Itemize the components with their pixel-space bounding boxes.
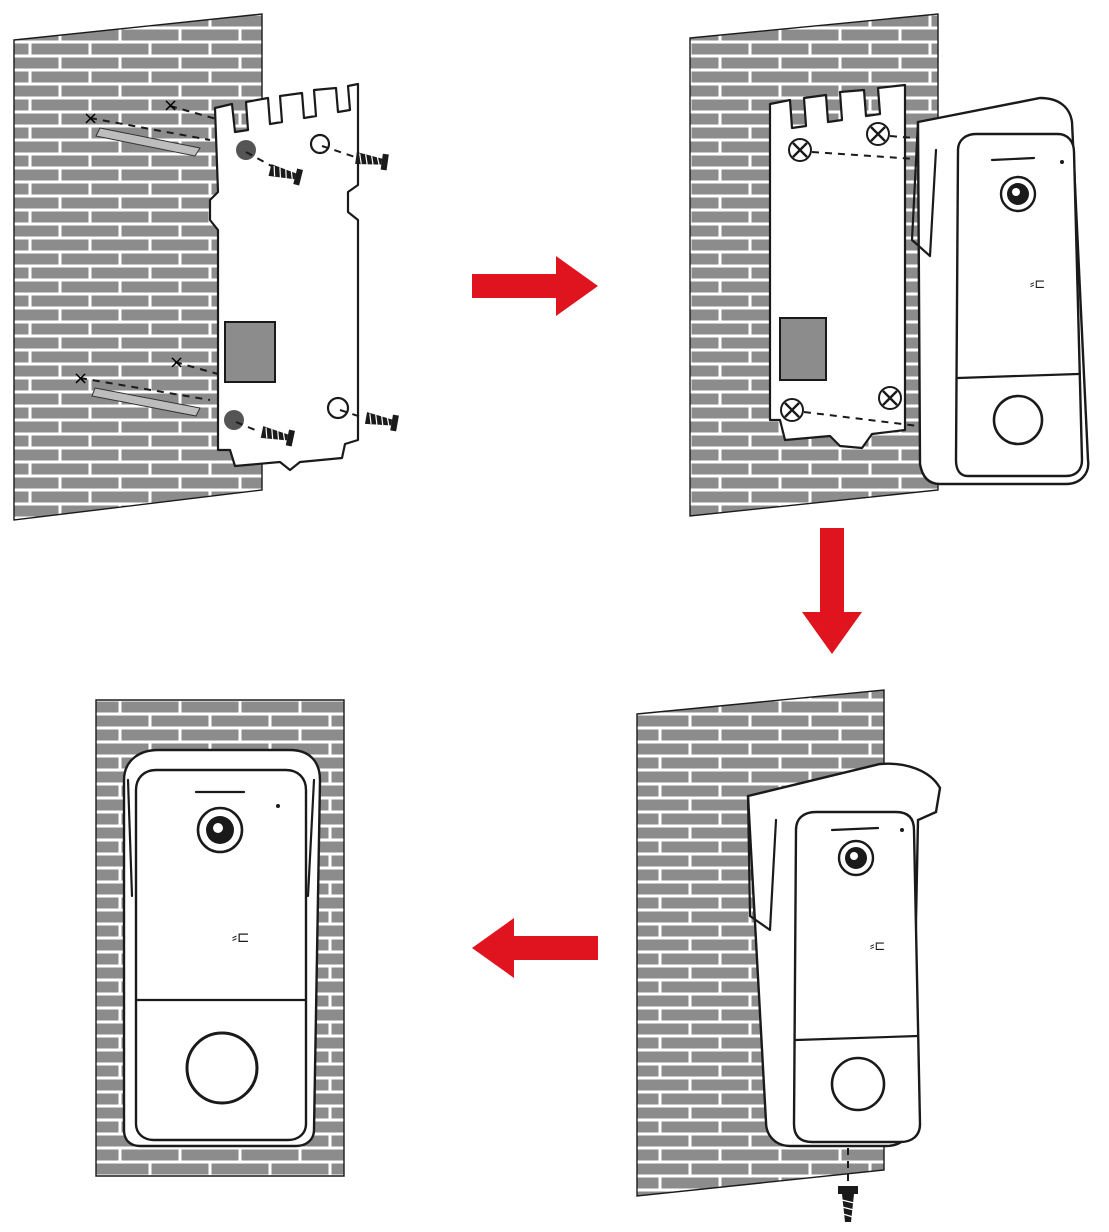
step-2-panel: ⸗⊏ bbox=[689, 13, 1090, 517]
doorbell-unit: ⸗⊏ bbox=[122, 748, 322, 1148]
step-4-panel: ⸗⊏ bbox=[95, 699, 345, 1177]
door-station-face bbox=[792, 810, 922, 1144]
bottom-screw-icon bbox=[838, 1186, 858, 1222]
drill-mark-icon: × × × × bbox=[73, 95, 184, 389]
nfc-card-icon: ⸗⊏ bbox=[870, 939, 885, 954]
arrow-left bbox=[472, 918, 598, 978]
call-button-icon bbox=[830, 1056, 886, 1112]
svg-text:×: × bbox=[169, 352, 184, 373]
doorbell-unit: ⸗⊏ bbox=[910, 96, 1090, 486]
step-3-panel: ⸗⊏ bbox=[636, 689, 942, 1222]
svg-text:×: × bbox=[73, 368, 88, 389]
nfc-card-icon: ⸗⊏ bbox=[1030, 277, 1045, 292]
brick-wall bbox=[14, 14, 262, 520]
step-1-panel: × × × × bbox=[13, 13, 400, 521]
call-button-icon bbox=[185, 1031, 259, 1105]
arrow-right bbox=[472, 256, 598, 316]
nfc-card-icon: ⸗⊏ bbox=[232, 928, 250, 946]
svg-text:×: × bbox=[83, 108, 98, 129]
doorbell-unit: ⸗⊏ bbox=[746, 762, 942, 1148]
call-button-icon bbox=[992, 394, 1044, 446]
svg-text:×: × bbox=[163, 95, 178, 116]
door-station-face bbox=[134, 768, 308, 1142]
door-station-face bbox=[954, 132, 1084, 478]
arrow-down bbox=[802, 528, 862, 654]
